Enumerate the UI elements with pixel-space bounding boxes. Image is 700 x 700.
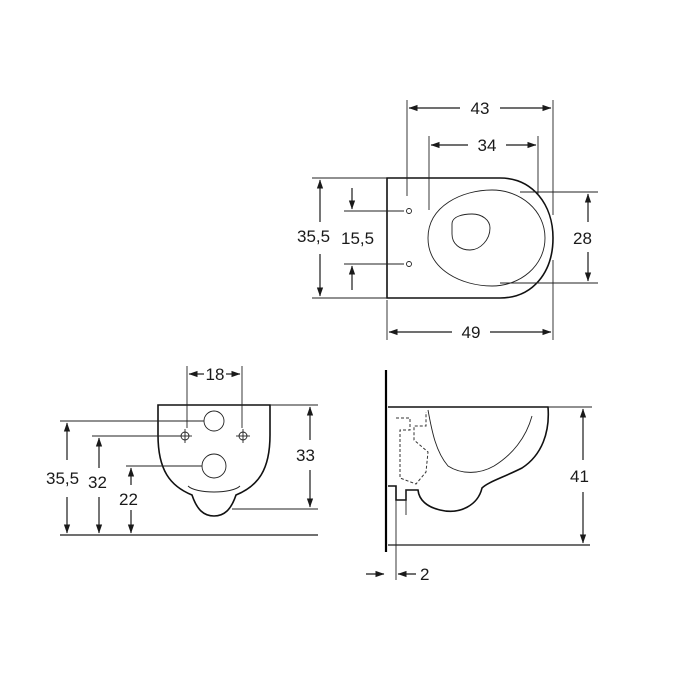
front-view-outlet (201, 453, 227, 479)
dim-label-32: 32 (88, 473, 107, 492)
side-view-outline (388, 406, 550, 512)
dim-label-34: 34 (478, 136, 497, 155)
dim-label-22: 22 (119, 490, 138, 509)
front-view-outline (157, 404, 271, 517)
side-view-flush-channel (396, 412, 429, 485)
dim-label-49: 49 (462, 323, 481, 342)
dim-label-35-5-front: 35,5 (46, 469, 79, 488)
top-view-outline (386, 177, 554, 299)
dim-label-43: 43 (471, 99, 490, 118)
top-view-bowl-inner (427, 189, 546, 287)
front-view-inlet (203, 410, 225, 432)
side-view: 41 2 (366, 370, 592, 584)
dim-label-35-5-top: 35,5 (297, 227, 330, 246)
top-view: 43 34 28 35,5 15,5 49 (297, 99, 598, 342)
dim-label-2: 2 (420, 565, 429, 584)
dim-label-41: 41 (570, 467, 589, 486)
top-view-mount-hole-upper (406, 208, 412, 214)
side-view-bowl-inner (427, 409, 533, 473)
front-view: 18 35,5 32 22 33 (46, 365, 318, 536)
top-view-mount-hole-lower (406, 261, 412, 267)
top-view-drain (451, 213, 491, 251)
dim-label-28: 28 (573, 229, 592, 248)
front-view-bolt-right (236, 429, 250, 443)
front-view-rim (187, 485, 241, 493)
dim-label-18: 18 (206, 365, 225, 384)
dim-label-33: 33 (296, 446, 315, 465)
dim-label-15-5: 15,5 (341, 229, 374, 248)
